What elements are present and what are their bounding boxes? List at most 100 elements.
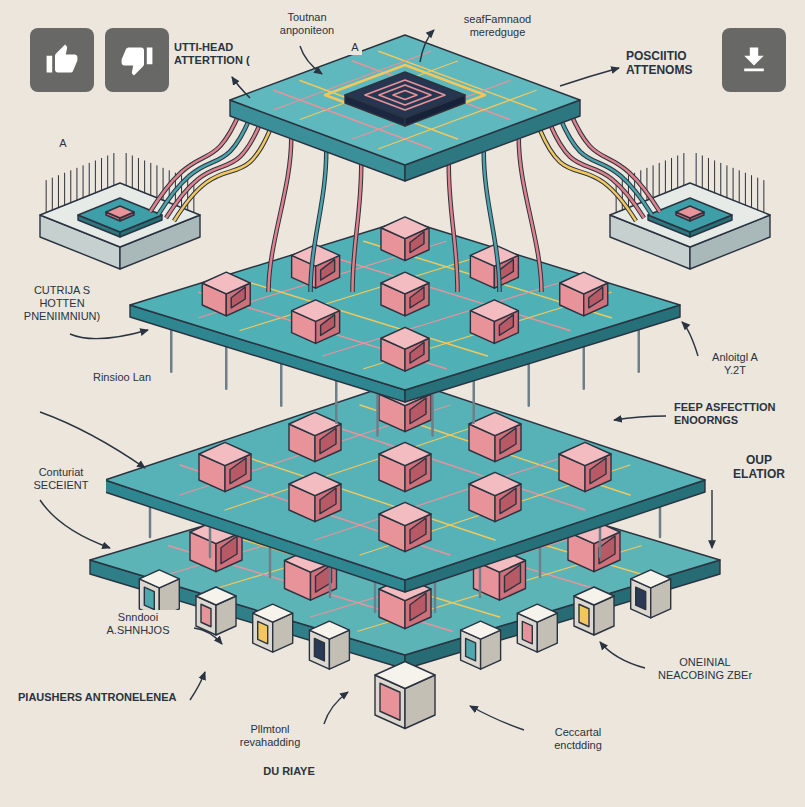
circuit-trace	[323, 280, 571, 357]
slab-top	[230, 35, 580, 165]
part-label: Ceccartal enctdding	[528, 725, 628, 753]
wire	[166, 124, 260, 218]
support-post	[473, 381, 476, 423]
pin	[150, 163, 151, 195]
pink-module	[559, 442, 611, 491]
module-vent	[231, 287, 245, 308]
support-post	[280, 364, 283, 406]
processor-die	[676, 206, 704, 221]
output-box	[375, 662, 435, 729]
wire-outline	[158, 118, 250, 215]
module-vent	[410, 287, 424, 308]
server-box	[517, 604, 557, 652]
support-post	[583, 347, 586, 389]
slab-top	[78, 198, 162, 232]
slab-top	[106, 206, 134, 218]
leader-arrow	[300, 46, 322, 74]
wire-outline	[560, 118, 652, 215]
support-post	[170, 330, 173, 372]
leader-arrow	[324, 692, 348, 724]
slab-top	[130, 220, 680, 390]
pink-module	[381, 327, 429, 371]
support-post	[225, 347, 228, 389]
wire	[560, 118, 652, 215]
part-label: seafFamnaod meredguge	[440, 12, 555, 40]
wire	[174, 130, 270, 221]
part-label: UTTI-HEAD ATTERTTION (	[172, 40, 276, 68]
side-processor	[610, 153, 770, 269]
pin	[745, 173, 746, 205]
circuit-trace	[240, 280, 488, 357]
pin	[763, 181, 764, 213]
pink-module	[379, 502, 431, 551]
module-vent	[320, 488, 336, 514]
wire	[540, 130, 636, 221]
leader-arrow	[40, 412, 145, 468]
support-post	[149, 507, 152, 537]
pink-module	[292, 300, 340, 344]
part-label: DU RIAYE	[244, 764, 334, 779]
wire-outline	[570, 112, 660, 212]
box-screen	[144, 587, 154, 610]
server-box	[309, 621, 349, 669]
leader-lines	[40, 30, 712, 730]
button-glyph	[47, 45, 78, 73]
pin	[726, 166, 727, 198]
leader-arrow	[232, 77, 250, 98]
module-vent	[410, 398, 426, 424]
pin	[107, 156, 108, 188]
circuit-trace	[225, 450, 495, 540]
chip-ring	[379, 85, 431, 105]
support-post	[329, 567, 332, 597]
icon-button	[722, 28, 786, 92]
circuit-trace	[315, 450, 585, 540]
module-vent	[410, 458, 426, 484]
wire-outline	[540, 130, 636, 221]
leader-arrow	[711, 490, 712, 548]
part-label: Pllmtonl revahadding	[220, 722, 320, 750]
middle-board	[105, 380, 705, 592]
slab-top	[517, 604, 557, 622]
module-vent	[599, 536, 615, 564]
wire	[353, 165, 362, 292]
part-label: A	[348, 40, 362, 55]
pin	[58, 176, 59, 208]
part-label: Snndooi A.SHNHJOS	[86, 610, 190, 638]
pin	[101, 158, 102, 190]
pin	[757, 178, 758, 210]
leader-arrow	[194, 628, 222, 644]
pin	[144, 161, 145, 193]
pin	[95, 161, 96, 193]
circuit-trace	[225, 420, 495, 510]
support-post	[431, 394, 434, 436]
module-vent	[500, 488, 516, 514]
pin	[683, 153, 684, 185]
chip-ring	[393, 91, 417, 100]
wire-outline	[166, 124, 260, 218]
part-label: FEEP ASFECTTION ENOORNGS	[672, 400, 800, 428]
slab-top	[139, 570, 179, 588]
part-label: OUP ELATIOR	[720, 452, 798, 483]
pink-module	[289, 472, 341, 521]
pin	[677, 156, 678, 188]
module-vent	[230, 458, 246, 484]
slab-top	[676, 206, 704, 218]
wire-outline	[150, 112, 240, 212]
module-vent	[499, 259, 513, 280]
wire-outline	[519, 139, 542, 292]
module-vent	[410, 518, 426, 544]
icon-button	[105, 28, 169, 92]
module-vent	[221, 536, 237, 564]
wire-outline	[174, 130, 270, 221]
box-screen	[201, 604, 211, 627]
box-screen	[380, 683, 400, 720]
pin	[89, 163, 90, 195]
pin	[653, 166, 654, 198]
button-ground	[105, 28, 169, 92]
wire-outline	[269, 139, 292, 292]
wire	[311, 152, 327, 292]
part-label: CUTRIJA S HOTTEN PNENIIMNIUN)	[12, 283, 112, 325]
pin	[714, 161, 715, 193]
box-screen	[636, 587, 646, 610]
module-vent	[500, 428, 516, 454]
